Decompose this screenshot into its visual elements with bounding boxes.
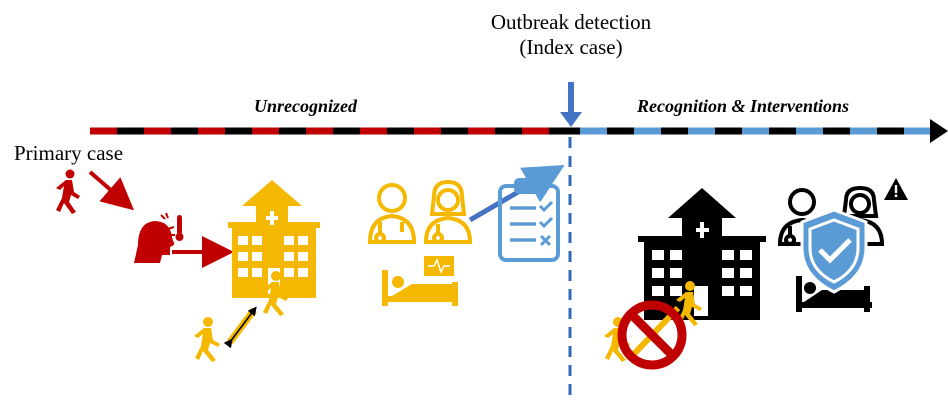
patient-bed-monitor-icon [796, 276, 872, 312]
outbreak-detection-title: Outbreak detection [490, 10, 652, 34]
timeline [90, 119, 948, 143]
timeline-arrowhead [930, 119, 948, 143]
hospital-icon [638, 188, 766, 320]
patient-bed-monitor-icon [382, 256, 458, 306]
blue-arrow-to-clipboard [468, 164, 565, 223]
doctor-icon [367, 183, 417, 244]
primary-case-label: Primary case [14, 141, 124, 165]
walking-person-icon [262, 271, 288, 316]
warning-icon [884, 178, 908, 200]
walking-person-icon [56, 169, 80, 214]
walking-person-icon [194, 317, 220, 362]
double-arrow [223, 306, 257, 349]
shield-check-icon [800, 208, 868, 294]
phase-recognition-label: Recognition & Interventions [637, 96, 850, 116]
prohibited-icon [617, 300, 687, 370]
index-case-label: (Index case) [519, 35, 623, 59]
detection-arrowhead [560, 112, 582, 127]
phase-unrecognized-label: Unrecognized [254, 96, 357, 116]
nurse-icon [423, 179, 473, 244]
red-arrow-1 [88, 170, 135, 211]
outbreak-detection-label: Outbreak detection (Index case) [451, 10, 691, 60]
sick-person-fever-icon [134, 212, 184, 263]
clipboard-checklist-icon [498, 178, 560, 262]
walking-person-icon [676, 281, 702, 326]
